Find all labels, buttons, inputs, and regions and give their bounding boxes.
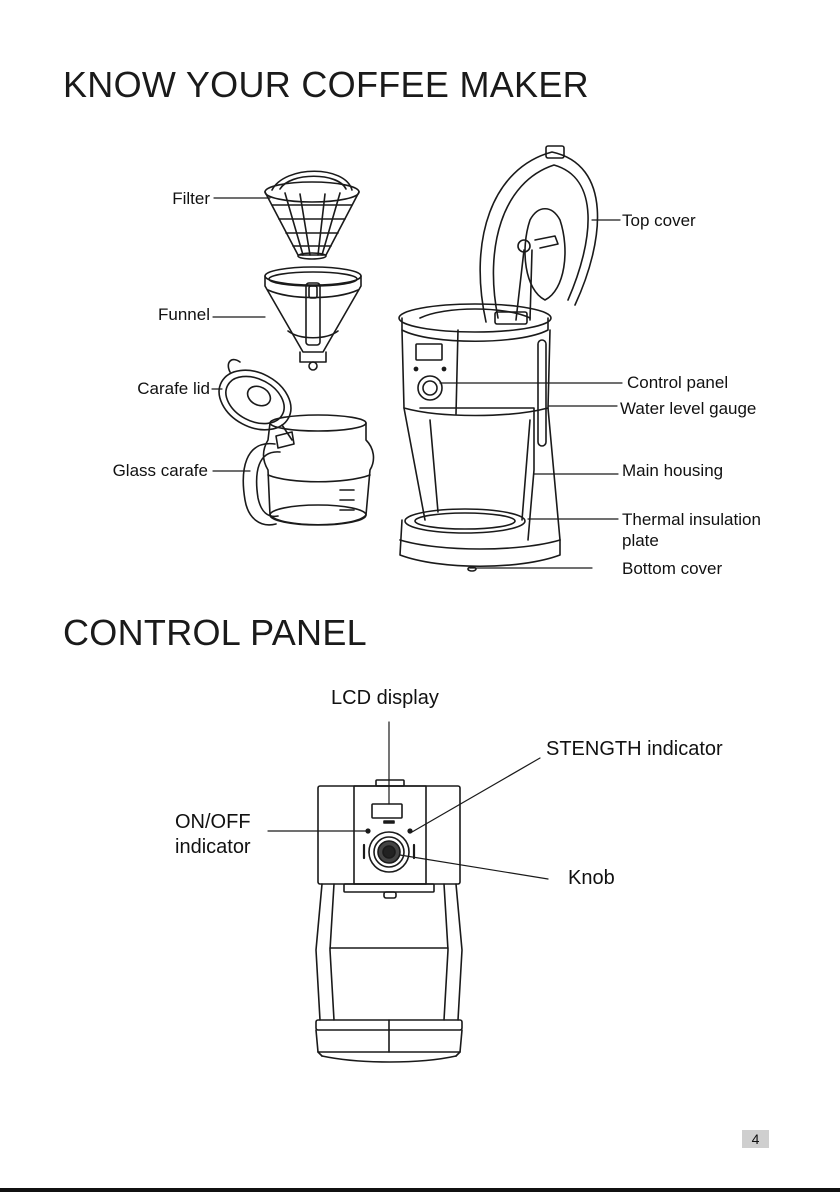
label-glass-carafe: Glass carafe [80,460,208,481]
label-bottom-cover: Bottom cover [622,558,722,579]
coffee-maker-illustration [399,146,598,571]
filter-illustration [265,171,359,259]
label-thermal-line-1: Thermal insulation [622,510,761,529]
page-number: 4 [742,1130,769,1148]
label-knob: Knob [568,866,615,891]
control-panel-front-illustration [316,780,462,1062]
label-lcd-display: LCD display [331,686,439,711]
label-thermal-line-2: plate [622,531,659,550]
label-control-panel: Control panel [627,372,728,393]
glass-carafe-illustration [243,415,373,525]
label-thermal-insulation-plate: Thermal insulation plate [622,509,761,551]
label-carafe-lid: Carafe lid [110,378,210,399]
bottom-rule [0,1188,840,1192]
funnel-illustration [265,267,361,370]
label-water-level-gauge: Water level gauge [620,398,756,419]
label-top-cover: Top cover [622,210,696,231]
label-onoff-line-1: ON/OFF [175,811,251,833]
label-funnel: Funnel [130,304,210,325]
label-strength-indicator: STENGTH indicator [546,737,723,762]
label-main-housing: Main housing [622,460,723,481]
label-onoff-line-2: indicator [175,836,251,858]
label-filter: Filter [140,188,210,209]
label-onoff-indicator: ON/OFF indicator [175,810,251,860]
